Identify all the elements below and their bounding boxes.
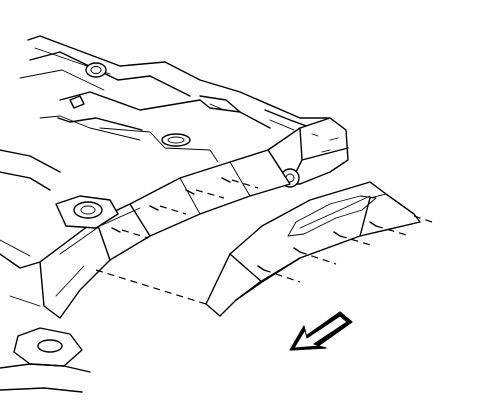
lower-left-mount [0,327,91,393]
direction-arrow-icon [289,311,353,351]
left-structure-lines [0,149,61,307]
main-frame-rail [39,149,291,319]
upper-crossmember [19,35,346,131]
body-mount-hole-upper [85,62,107,78]
frame-rail-extension [205,181,421,317]
crossmember-hole [161,133,191,147]
lower-mount-hole [37,339,63,353]
bolts [111,177,377,271]
inner-frame-section [39,91,313,163]
body-mount-hole-left [73,201,103,219]
alignment-lines [95,179,433,305]
left-body-mount [55,195,119,229]
